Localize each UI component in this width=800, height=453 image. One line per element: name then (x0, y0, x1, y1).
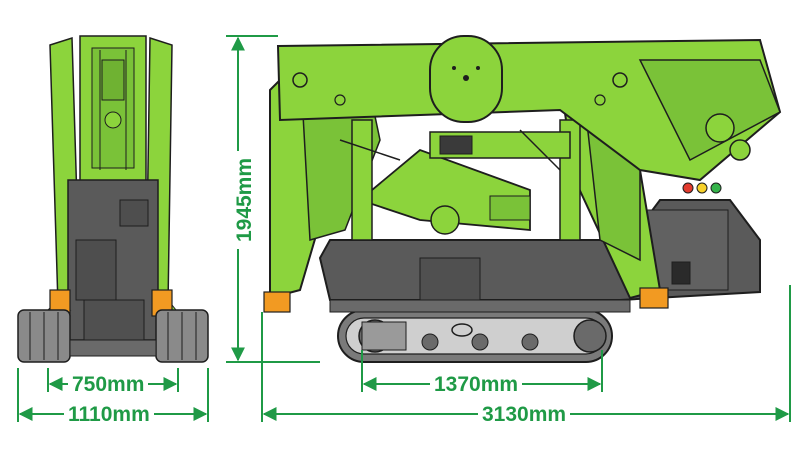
overall-width-label: 1110mm (64, 403, 154, 427)
overall-length-label: 3130mm (478, 403, 571, 427)
crawler-length-label: 1370mm (430, 373, 523, 397)
front-view-machine (17, 35, 209, 363)
overall-height-label: 1945mm (233, 151, 257, 249)
track-gauge-label: 750mm (68, 373, 149, 397)
side-view-machine (263, 35, 782, 363)
